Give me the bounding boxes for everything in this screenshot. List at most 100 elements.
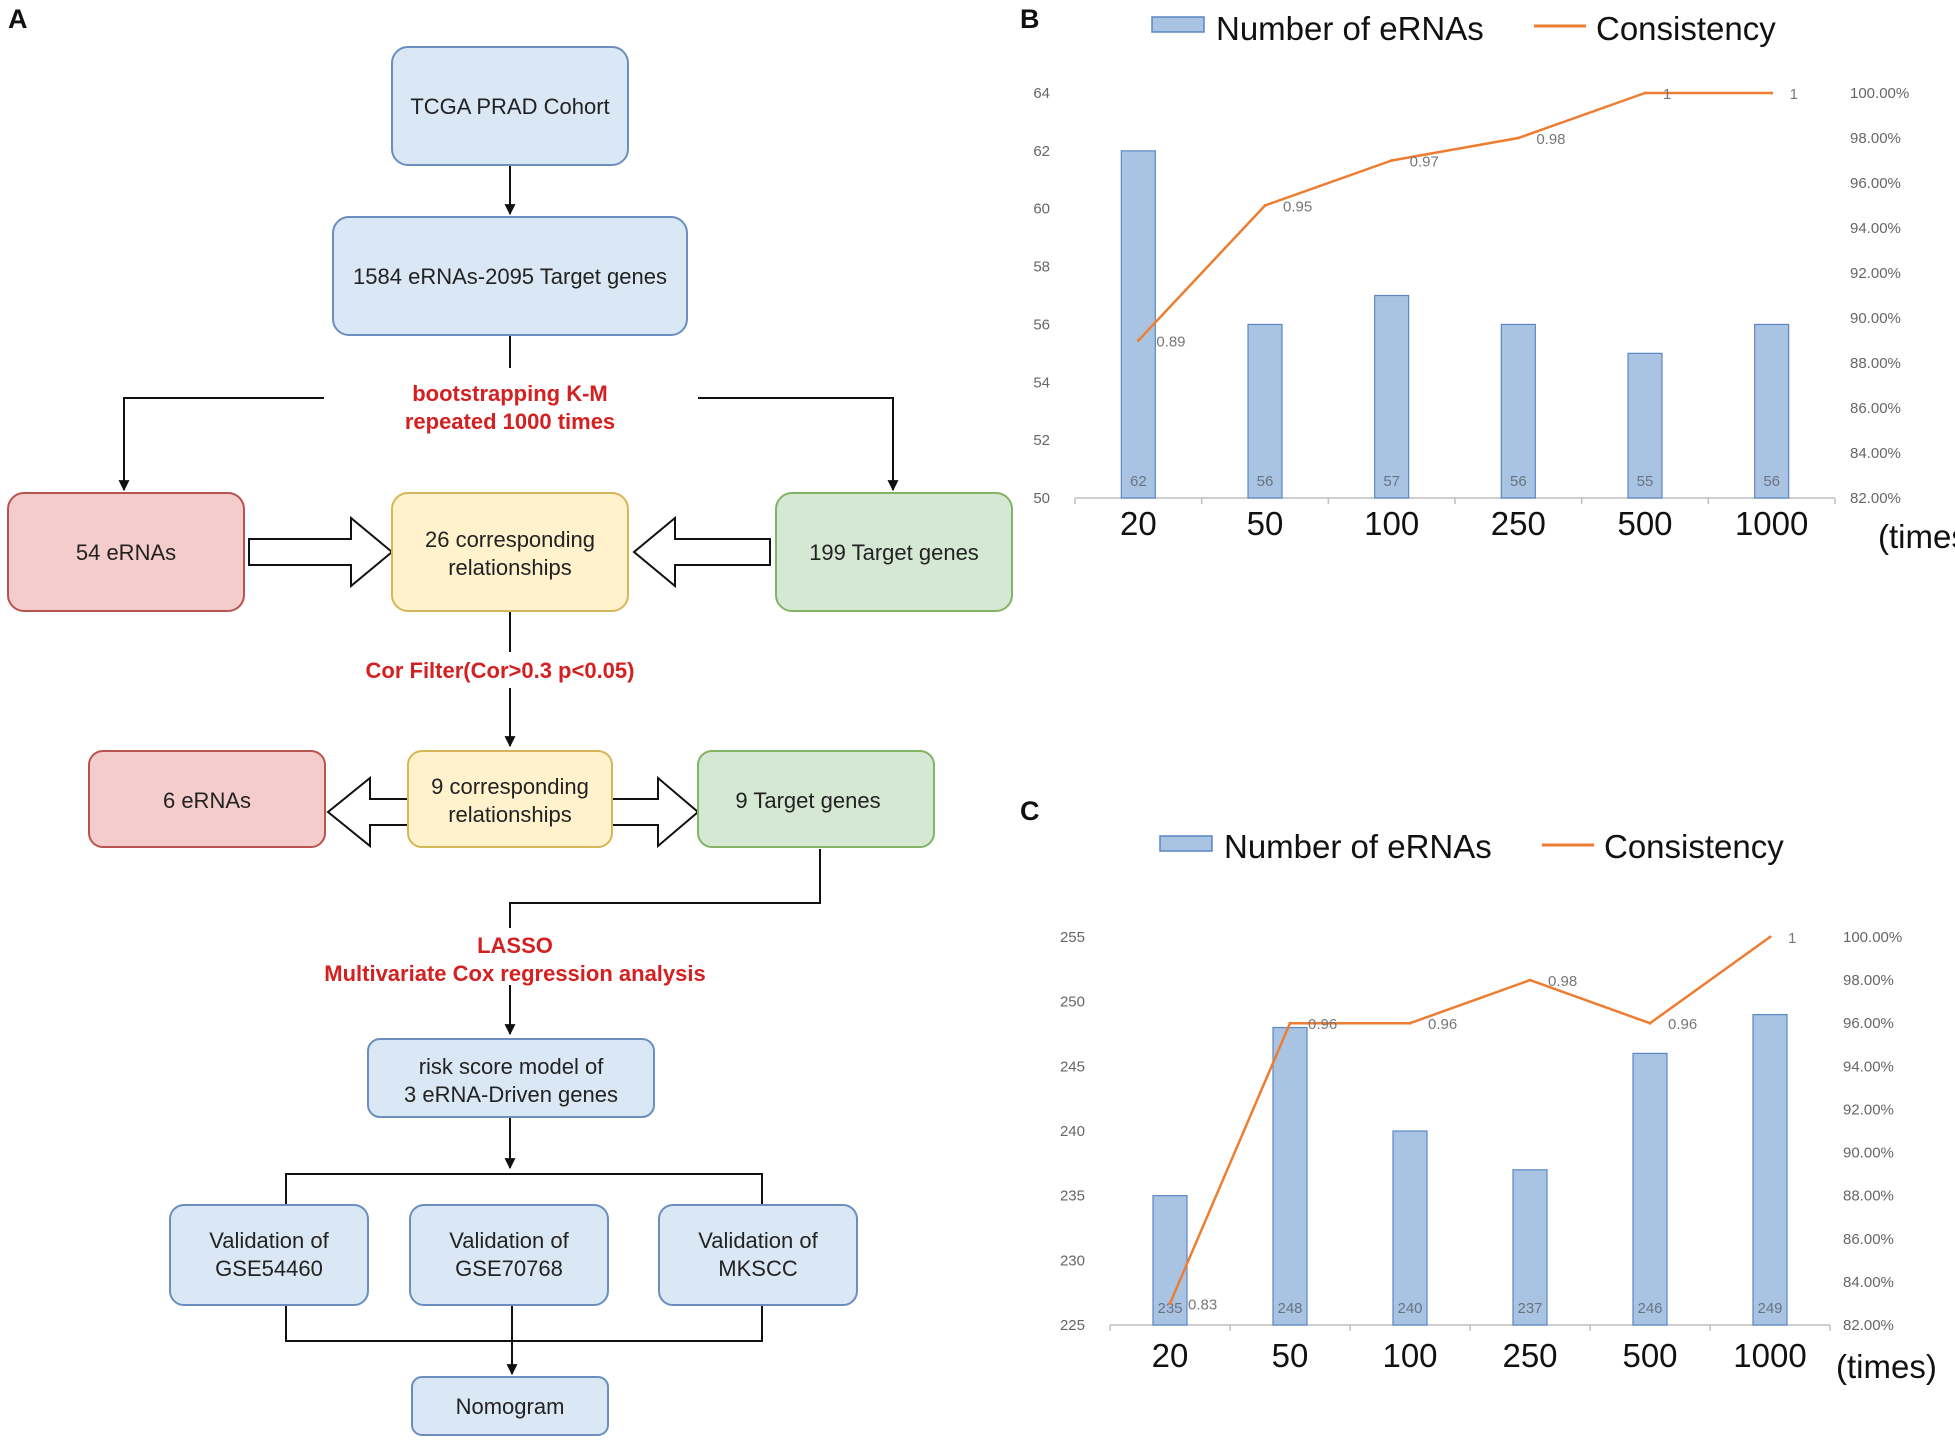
- text-validation-gse54460-line2: GSE54460: [215, 1256, 323, 1281]
- bar-value-label: 235: [1157, 1300, 1182, 1317]
- label-repeated-1000: repeated 1000 times: [405, 409, 615, 434]
- chart-b-legend: Number of eRNAs Consistency: [1151, 10, 1776, 47]
- bar-value-label: 56: [1763, 473, 1780, 490]
- chart-b-plot-area: 505254565860626482.00%84.00%86.00%88.00%…: [1033, 85, 1909, 542]
- text-validation-gse70768-line2: GSE70768: [455, 1256, 563, 1281]
- box-6-erna: [88, 750, 326, 848]
- consistency-value-label: 0.95: [1283, 199, 1312, 216]
- left-axis-tick: 54: [1033, 374, 1050, 391]
- bar-value-label: 56: [1257, 473, 1274, 490]
- text-9-relationships-line2: relationships: [448, 802, 572, 827]
- text-erna-target-pairs: 1584 eRNAs-2095 Target genes: [353, 264, 667, 289]
- x-tick-label: 250: [1502, 1337, 1557, 1374]
- text-9-target-genes: 9 Target genes: [735, 788, 880, 813]
- x-tick-label: 20: [1120, 505, 1157, 542]
- left-axis-tick: 50: [1033, 490, 1050, 507]
- block-arrow-199-to-26: [632, 515, 771, 589]
- text-tcga-cohort: TCGA PRAD Cohort: [410, 94, 609, 119]
- left-axis-tick: 235: [1060, 1188, 1085, 1205]
- panel-c-chart: C Number of eRNAs Consistency (times) 22…: [1020, 796, 1937, 1385]
- right-axis-tick: 96.00%: [1843, 1015, 1894, 1032]
- box-nomogram: [411, 1376, 609, 1436]
- consistency-line: [1168, 935, 1771, 1304]
- consistency-point: [1768, 935, 1772, 939]
- x-tick-label: 250: [1491, 505, 1546, 542]
- left-axis-tick: 52: [1033, 432, 1050, 449]
- box-54-erna: [7, 492, 245, 612]
- connector-9-targets-down: [509, 849, 821, 928]
- text-risk-score-line2: 3 eRNA-Driven genes: [404, 1082, 618, 1107]
- left-axis-tick: 64: [1033, 85, 1050, 102]
- legend-bar-label: Number of eRNAs: [1224, 828, 1492, 865]
- x-tick-label: 50: [1247, 505, 1284, 542]
- arrow-to-199-targets: [698, 397, 899, 492]
- consistency-point: [1263, 204, 1267, 207]
- text-199-target-genes: 199 Target genes: [809, 540, 979, 565]
- bar-1000: [1752, 1013, 1788, 1326]
- right-axis-tick: 90.00%: [1850, 310, 1901, 327]
- right-axis-tick: 98.00%: [1843, 972, 1894, 989]
- consistency-point: [1643, 91, 1647, 95]
- bar-value-label: 62: [1130, 473, 1147, 490]
- x-tick-label: 1000: [1733, 1337, 1806, 1374]
- block-arrow-9-to-targets: [611, 775, 700, 849]
- x-tick-label: 50: [1272, 1337, 1309, 1374]
- chart-c-plot-area: 22523023524024525025582.00%84.00%86.00%8…: [1060, 929, 1902, 1374]
- bar-250: [1512, 1169, 1548, 1326]
- bar-20: [1120, 150, 1156, 499]
- consistency-point: [1136, 339, 1140, 342]
- text-risk-score-line1: risk score model of: [419, 1054, 605, 1079]
- panel-a-flowchart: A TCGA PRAD Cohort 1584 eRNAs-2: [7, 4, 1013, 1436]
- chart-c-legend: Number of eRNAs Consistency: [1159, 828, 1784, 865]
- text-validation-gse54460-line1: Validation of: [209, 1228, 329, 1253]
- block-arrow-54-to-26: [248, 515, 394, 589]
- consistency-value-label: 0.96: [1668, 1016, 1697, 1033]
- bar-500: [1627, 352, 1663, 499]
- panel-letter-c: C: [1020, 796, 1040, 826]
- bar-value-label: 55: [1637, 473, 1654, 490]
- x-tick-label: 500: [1622, 1337, 1677, 1374]
- bar-100: [1392, 1130, 1428, 1326]
- right-axis-tick: 88.00%: [1850, 355, 1901, 372]
- box-199-target-genes: [775, 492, 1013, 612]
- panel-letter-b: B: [1020, 4, 1040, 34]
- legend-bar-swatch: [1159, 835, 1213, 852]
- label-lasso: LASSO: [477, 933, 553, 958]
- legend-line-label: Consistency: [1596, 10, 1776, 47]
- text-9-relationships-line1: 9 corresponding: [431, 774, 589, 799]
- legend-line-label: Consistency: [1604, 828, 1784, 865]
- right-axis-tick: 90.00%: [1843, 1145, 1894, 1162]
- left-axis-tick: 245: [1060, 1058, 1085, 1075]
- consistency-point: [1516, 136, 1520, 140]
- x-tick-label: 100: [1382, 1337, 1437, 1374]
- left-axis-tick: 230: [1060, 1252, 1085, 1269]
- text-validation-mkscc-line2: MKSCC: [718, 1256, 798, 1281]
- bar-50: [1247, 323, 1283, 499]
- connector-validation-top: [285, 1173, 763, 1205]
- right-axis-tick: 98.00%: [1850, 130, 1901, 147]
- legend-bar-label: Number of eRNAs: [1216, 10, 1484, 47]
- left-axis-tick: 250: [1060, 994, 1085, 1011]
- block-arrow-9-to-6-erna: [326, 775, 409, 849]
- left-axis-tick: 56: [1033, 316, 1050, 333]
- bar-value-label: 237: [1517, 1300, 1542, 1317]
- left-axis-tick: 58: [1033, 259, 1050, 276]
- left-axis-tick: 62: [1033, 143, 1050, 160]
- panel-letter-a: A: [8, 4, 28, 34]
- bar-500: [1632, 1052, 1668, 1326]
- consistency-point: [1648, 1021, 1652, 1025]
- bar-100: [1374, 294, 1410, 499]
- bar-50: [1272, 1026, 1308, 1326]
- consistency-value-label: 1: [1790, 86, 1798, 103]
- box-validation-gse70768: [409, 1204, 609, 1306]
- right-axis-tick: 86.00%: [1850, 400, 1901, 417]
- left-axis-tick: 255: [1060, 929, 1085, 946]
- x-tick-label: 500: [1617, 505, 1672, 542]
- x-tick-label: 20: [1152, 1337, 1189, 1374]
- connector-validation-bottom: [285, 1305, 763, 1342]
- bar-value-label: 249: [1757, 1300, 1782, 1317]
- right-axis-tick: 82.00%: [1850, 490, 1901, 507]
- label-cor-filter: Cor Filter(Cor>0.3 p<0.05): [366, 658, 635, 683]
- right-axis-tick: 88.00%: [1843, 1188, 1894, 1205]
- text-54-erna: 54 eRNAs: [76, 540, 176, 565]
